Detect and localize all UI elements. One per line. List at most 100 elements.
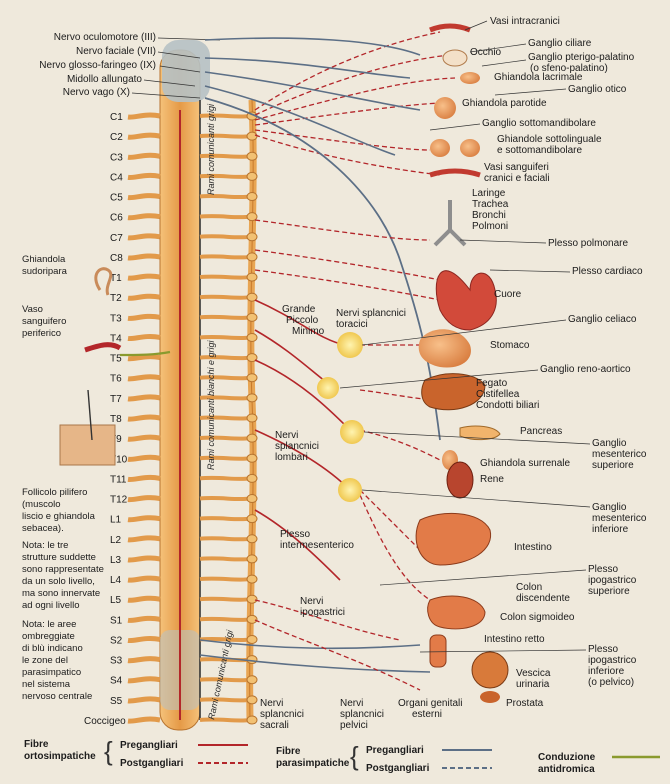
vertebra-label: T4 [110, 333, 122, 344]
prostate [480, 691, 500, 703]
chain-ganglion [246, 212, 258, 222]
vertebra-label: C6 [110, 213, 123, 224]
vertebra-label: S3 [110, 656, 123, 667]
rami-grigi-top-label: Rami comunicanti grigi [206, 103, 216, 195]
spinal-nerve-root [199, 214, 251, 220]
spinal-nerve-root [127, 414, 161, 422]
spinal-nerve-root [199, 234, 251, 240]
vertebra-label: T12 [110, 495, 128, 506]
spinal-nerve-root [127, 515, 161, 523]
spinal-nerve-root [127, 374, 161, 382]
liver [421, 373, 486, 411]
spinal-nerve-root [199, 616, 251, 622]
vertebra-label: C3 [110, 152, 123, 163]
chain-ganglion [246, 373, 258, 383]
vertebra-label: C8 [110, 253, 123, 264]
spinal-column [159, 40, 210, 731]
legend-ortho-post: Postgangliari [120, 758, 184, 769]
chain-ganglion [246, 353, 258, 363]
spinal-nerve-root [127, 313, 161, 321]
chain-ganglion [246, 514, 258, 524]
vertebra-label: T6 [110, 374, 122, 385]
spinal-nerve-root [127, 716, 161, 724]
ghiandola-parotide-label: Ghiandola parotide [462, 98, 547, 109]
colon-sigmoideo-label: Colon sigmoideo [500, 612, 575, 623]
ganglio-sottomandibolare-label: Ganglio sottomandibolare [482, 118, 596, 129]
chain-ganglion [246, 594, 258, 604]
spinal-nerve-root [199, 274, 251, 280]
stomach [418, 329, 471, 368]
spinal-nerve-root [199, 314, 251, 320]
organs [415, 23, 509, 703]
cuore-label: Cuore [494, 289, 522, 300]
spinal-nerve-root [127, 132, 161, 140]
inferior-mesenteric-ganglion [338, 478, 362, 502]
ganglia [317, 332, 364, 502]
vagus-nerve [204, 97, 441, 441]
vertebra-label: T9 [110, 434, 122, 445]
renal-aortic-ganglion [317, 377, 339, 399]
spinal-nerve-root [199, 495, 251, 502]
vertebra-label: Coccigeo [84, 716, 126, 727]
chain-ganglion [246, 453, 258, 463]
submandibular-gland [460, 139, 480, 157]
spinal-nerve-root [199, 556, 251, 562]
cranial-nerve-label: Nervo oculomotore (III) [54, 32, 156, 43]
legend-para-pre: Pregangliari [366, 745, 424, 756]
vertebra-label: L5 [110, 595, 122, 606]
rene-label: Rene [480, 474, 504, 485]
chain-ganglion [246, 695, 258, 705]
ganglio-ciliare-label: Ganglio ciliare [528, 38, 592, 49]
spinal-nerve-root [199, 254, 251, 260]
heart [435, 270, 497, 331]
ganglio-pterigo-label: Ganglio pterigo-palatino(o sfeno-palatin… [528, 52, 635, 74]
chain-ganglion [246, 473, 258, 483]
chain-ganglion [246, 171, 258, 181]
chain-ganglion [246, 131, 258, 141]
chain-ganglion [246, 332, 258, 342]
spinal-nerve-root [127, 334, 161, 342]
plesso-cardiaco-label: Plesso cardiaco [572, 266, 643, 277]
vasi-intracranici-label: Vasi intracranici [490, 16, 560, 27]
chain-ganglion [246, 675, 258, 685]
kidney [446, 461, 474, 499]
peripheral-vessel [84, 342, 122, 353]
vertebra-label: C5 [110, 193, 123, 204]
legend-para-post: Postgangliari [366, 763, 430, 774]
trachea-bronchi [433, 200, 467, 247]
spinal-nerve-root [127, 193, 161, 201]
rami-bianchi-grigi-label: Rami comunicanti bianchi e grigi [206, 339, 216, 470]
chain-ganglion [246, 534, 258, 544]
cranial-vessels [429, 168, 481, 178]
prostata-label: Prostata [506, 698, 544, 709]
spinal-nerve-root [127, 636, 161, 644]
vertebra-label: T1 [110, 273, 122, 284]
chain-ganglion [246, 413, 258, 423]
spinal-nerve-root [199, 475, 251, 481]
superior-mesenteric-ganglion [340, 420, 364, 444]
spinal-nerve-root [127, 233, 161, 241]
spinal-nerve-root [199, 455, 251, 461]
eye [442, 49, 468, 67]
spinal-nerve-root [199, 415, 251, 421]
chain-ganglion [246, 715, 258, 725]
vertebra-label: S5 [110, 696, 123, 707]
